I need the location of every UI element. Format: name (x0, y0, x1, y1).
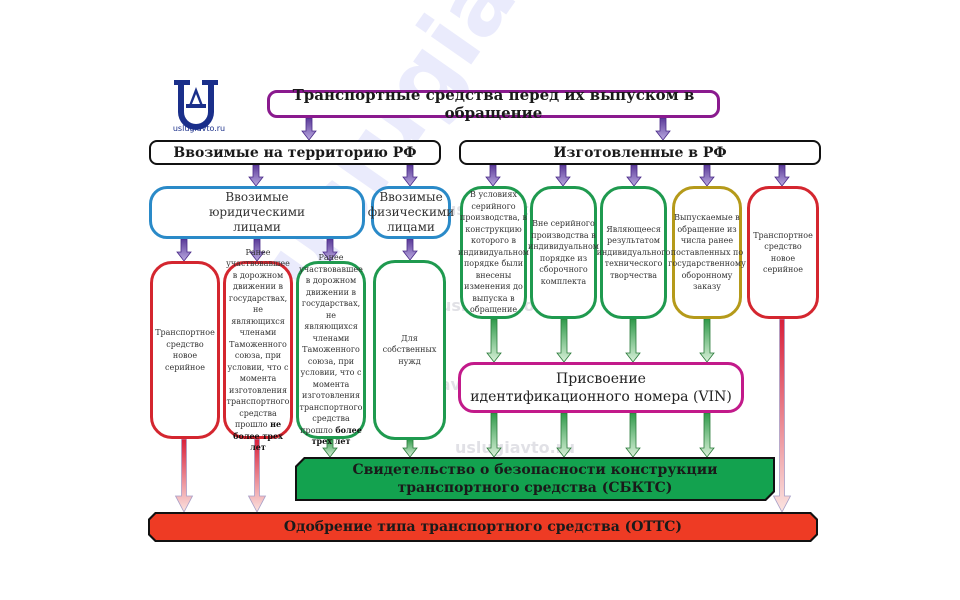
sbkts-line2: транспортного средства (СБКТС) (397, 480, 673, 496)
leaf-domestic-new-serial: Транспортное средство новое серийное (747, 186, 819, 319)
arrow-domestic-to-leaf (774, 164, 790, 187)
leaf-text: Выпускаемые в обращение из числа ранее п… (668, 213, 746, 292)
sbkts-box: Свидетельство о безопасности конструкции… (297, 459, 773, 499)
leaf-kit-assembly: Вне серийного производства в индивидуаль… (528, 186, 599, 319)
arrow-leaf-to-vin (625, 318, 641, 363)
arrow-imported-to-legal (248, 164, 264, 187)
leaf-text: Транспортное средство новое серийное (753, 230, 813, 275)
sub-physical-persons: Ввозимые физическими лицами (368, 186, 454, 239)
leaf-imported-used-over-3y: Ранее участвовавшее в дорожном движении … (296, 253, 366, 446)
watermark-text: uslugiavto.ru (455, 438, 575, 457)
arrow-leaf-to-vin (556, 318, 572, 363)
leaf-serial-modified: В условиях серийного производства, в кон… (458, 186, 529, 319)
leaf-text: Вне серийного производства в индивидуаль… (528, 219, 599, 286)
leaf-defense-order: Выпускаемые в обращение из числа ранее п… (668, 186, 746, 319)
branch-domestic-label: Изготовленные в РФ (553, 144, 727, 161)
leaf-bold-text: не более трех лет (233, 419, 283, 452)
leaf-imported-new-serial: Транспортное средство новое серийное (150, 261, 220, 439)
leaf-own-needs: Для собственных нужд (373, 260, 446, 440)
title-box: Транспортные средства перед их выпуском … (267, 86, 720, 122)
arrow-leaf-to-vin (486, 318, 502, 363)
arrow-vin-to-sbkts (486, 412, 502, 458)
leaf-bold-text: более трех лет (311, 424, 362, 447)
leaf-text: Транспортное средство новое серийное (155, 328, 215, 372)
arrow-physical-to-leaf (402, 238, 418, 261)
sub-legal-entities: Ввозимые юридическими лицами (149, 186, 365, 239)
otts-text: Одобрение типа транспортного средства (О… (283, 519, 683, 535)
vin-line2: идентификационного номера (VIN) (470, 388, 732, 405)
leaf-text: Ранее участвовавшее в дорожном движении … (226, 247, 290, 430)
leaf-text: Являющееся результатом индивидуального т… (596, 224, 671, 280)
title-text: Транспортные средства перед их выпуском … (292, 86, 695, 122)
arrow-domestic-serial-to-otts (772, 318, 792, 513)
otts-box: Одобрение типа транспортного средства (О… (150, 514, 816, 540)
arrow-domestic-to-leaf (485, 164, 501, 187)
branch-imported: Ввозимые на территорию РФ (149, 140, 441, 165)
arrow-vin-to-sbkts (556, 412, 572, 458)
leaf-text: Ранее участвовавшее в дорожном движении … (299, 253, 363, 435)
arrow-domestic-to-leaf (699, 164, 715, 187)
arrow-vin-to-sbkts (625, 412, 641, 458)
branch-imported-label: Ввозимые на территорию РФ (173, 144, 417, 161)
sbkts-line1: Свидетельство о безопасности конструкции (352, 462, 718, 478)
arrow-legal-to-leaf (176, 238, 192, 262)
arrow-leaf-to-sbkts (402, 438, 418, 458)
arrow-vin-to-sbkts (699, 412, 715, 458)
leaf-text: Для собственных нужд (382, 333, 437, 366)
sub-legal-label: Ввозимые юридическими лицами (208, 190, 306, 234)
leaf-individual-creation: Являющееся результатом индивидуального т… (597, 186, 670, 319)
arrow-imported-to-physical (402, 164, 418, 187)
arrow-domestic-to-leaf (626, 164, 642, 187)
leaf-text: В условиях серийного производства, в кон… (458, 190, 529, 315)
branch-domestic: Изготовленные в РФ (459, 140, 821, 165)
arrow-leaf-to-otts (174, 438, 194, 513)
leaf-imported-used-under-3y: Ранее участвовавшее в дорожном движении … (223, 248, 293, 452)
logo-site-text: uslugiavto.ru (172, 124, 226, 133)
arrow-domestic-to-leaf (555, 164, 571, 187)
sub-physical-label: Ввозимые физическими лицами (367, 190, 455, 234)
arrow-leaf-to-vin (699, 318, 715, 363)
vin-line1: Присвоение (556, 370, 646, 387)
au-logo-icon (174, 80, 218, 130)
